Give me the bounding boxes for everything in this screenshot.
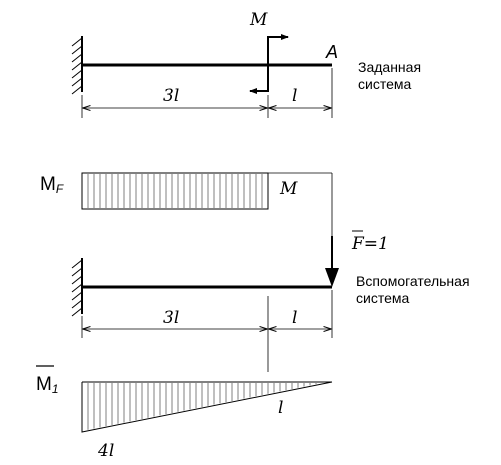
force-arrow-icon (325, 236, 339, 287)
mf-label: MF (40, 174, 64, 196)
mf-diagram: MF M (40, 172, 333, 285)
mf-label-main: M (40, 174, 56, 195)
given-system: M A 3l l Заданная система (71, 10, 421, 118)
m1-label-sub: 1 (52, 382, 59, 396)
span-3l-label-top: 3l (163, 86, 179, 106)
m1-label: M1 (36, 374, 59, 396)
mf-label-sub: F (56, 182, 64, 196)
m1-label-main: M (36, 374, 52, 395)
m1-triangle (81, 381, 333, 433)
force-label: F=1 (351, 234, 389, 254)
caption-given-line2: система (358, 76, 411, 92)
mf-hatching (87, 174, 263, 208)
caption-aux-line1: Вспомогательная (356, 273, 470, 289)
span-l-label-aux: l (292, 308, 297, 328)
moment-label: M (249, 10, 268, 30)
point-a-label: A (325, 42, 338, 62)
mf-value-label: M (279, 179, 298, 199)
fixed-support-top (71, 36, 83, 95)
m1-tip-value: l (278, 398, 283, 418)
moment-icon (249, 34, 289, 94)
m1-hatching (87, 383, 317, 430)
m1-diagram: M1 l 4l (36, 365, 333, 461)
caption-given-line1: Заданная (358, 59, 421, 75)
dimension-aux (81, 290, 333, 372)
fixed-support-aux (71, 258, 83, 317)
m1-root-value: 4l (97, 441, 114, 461)
mf-moment-rectangle (81, 172, 269, 210)
auxiliary-system: F=1 3l l Вспомогательная система (71, 230, 470, 372)
span-l-label-top: l (292, 86, 297, 106)
span-3l-label-aux: 3l (163, 308, 179, 328)
caption-aux-line2: система (356, 290, 409, 306)
dimension-top (81, 68, 333, 118)
